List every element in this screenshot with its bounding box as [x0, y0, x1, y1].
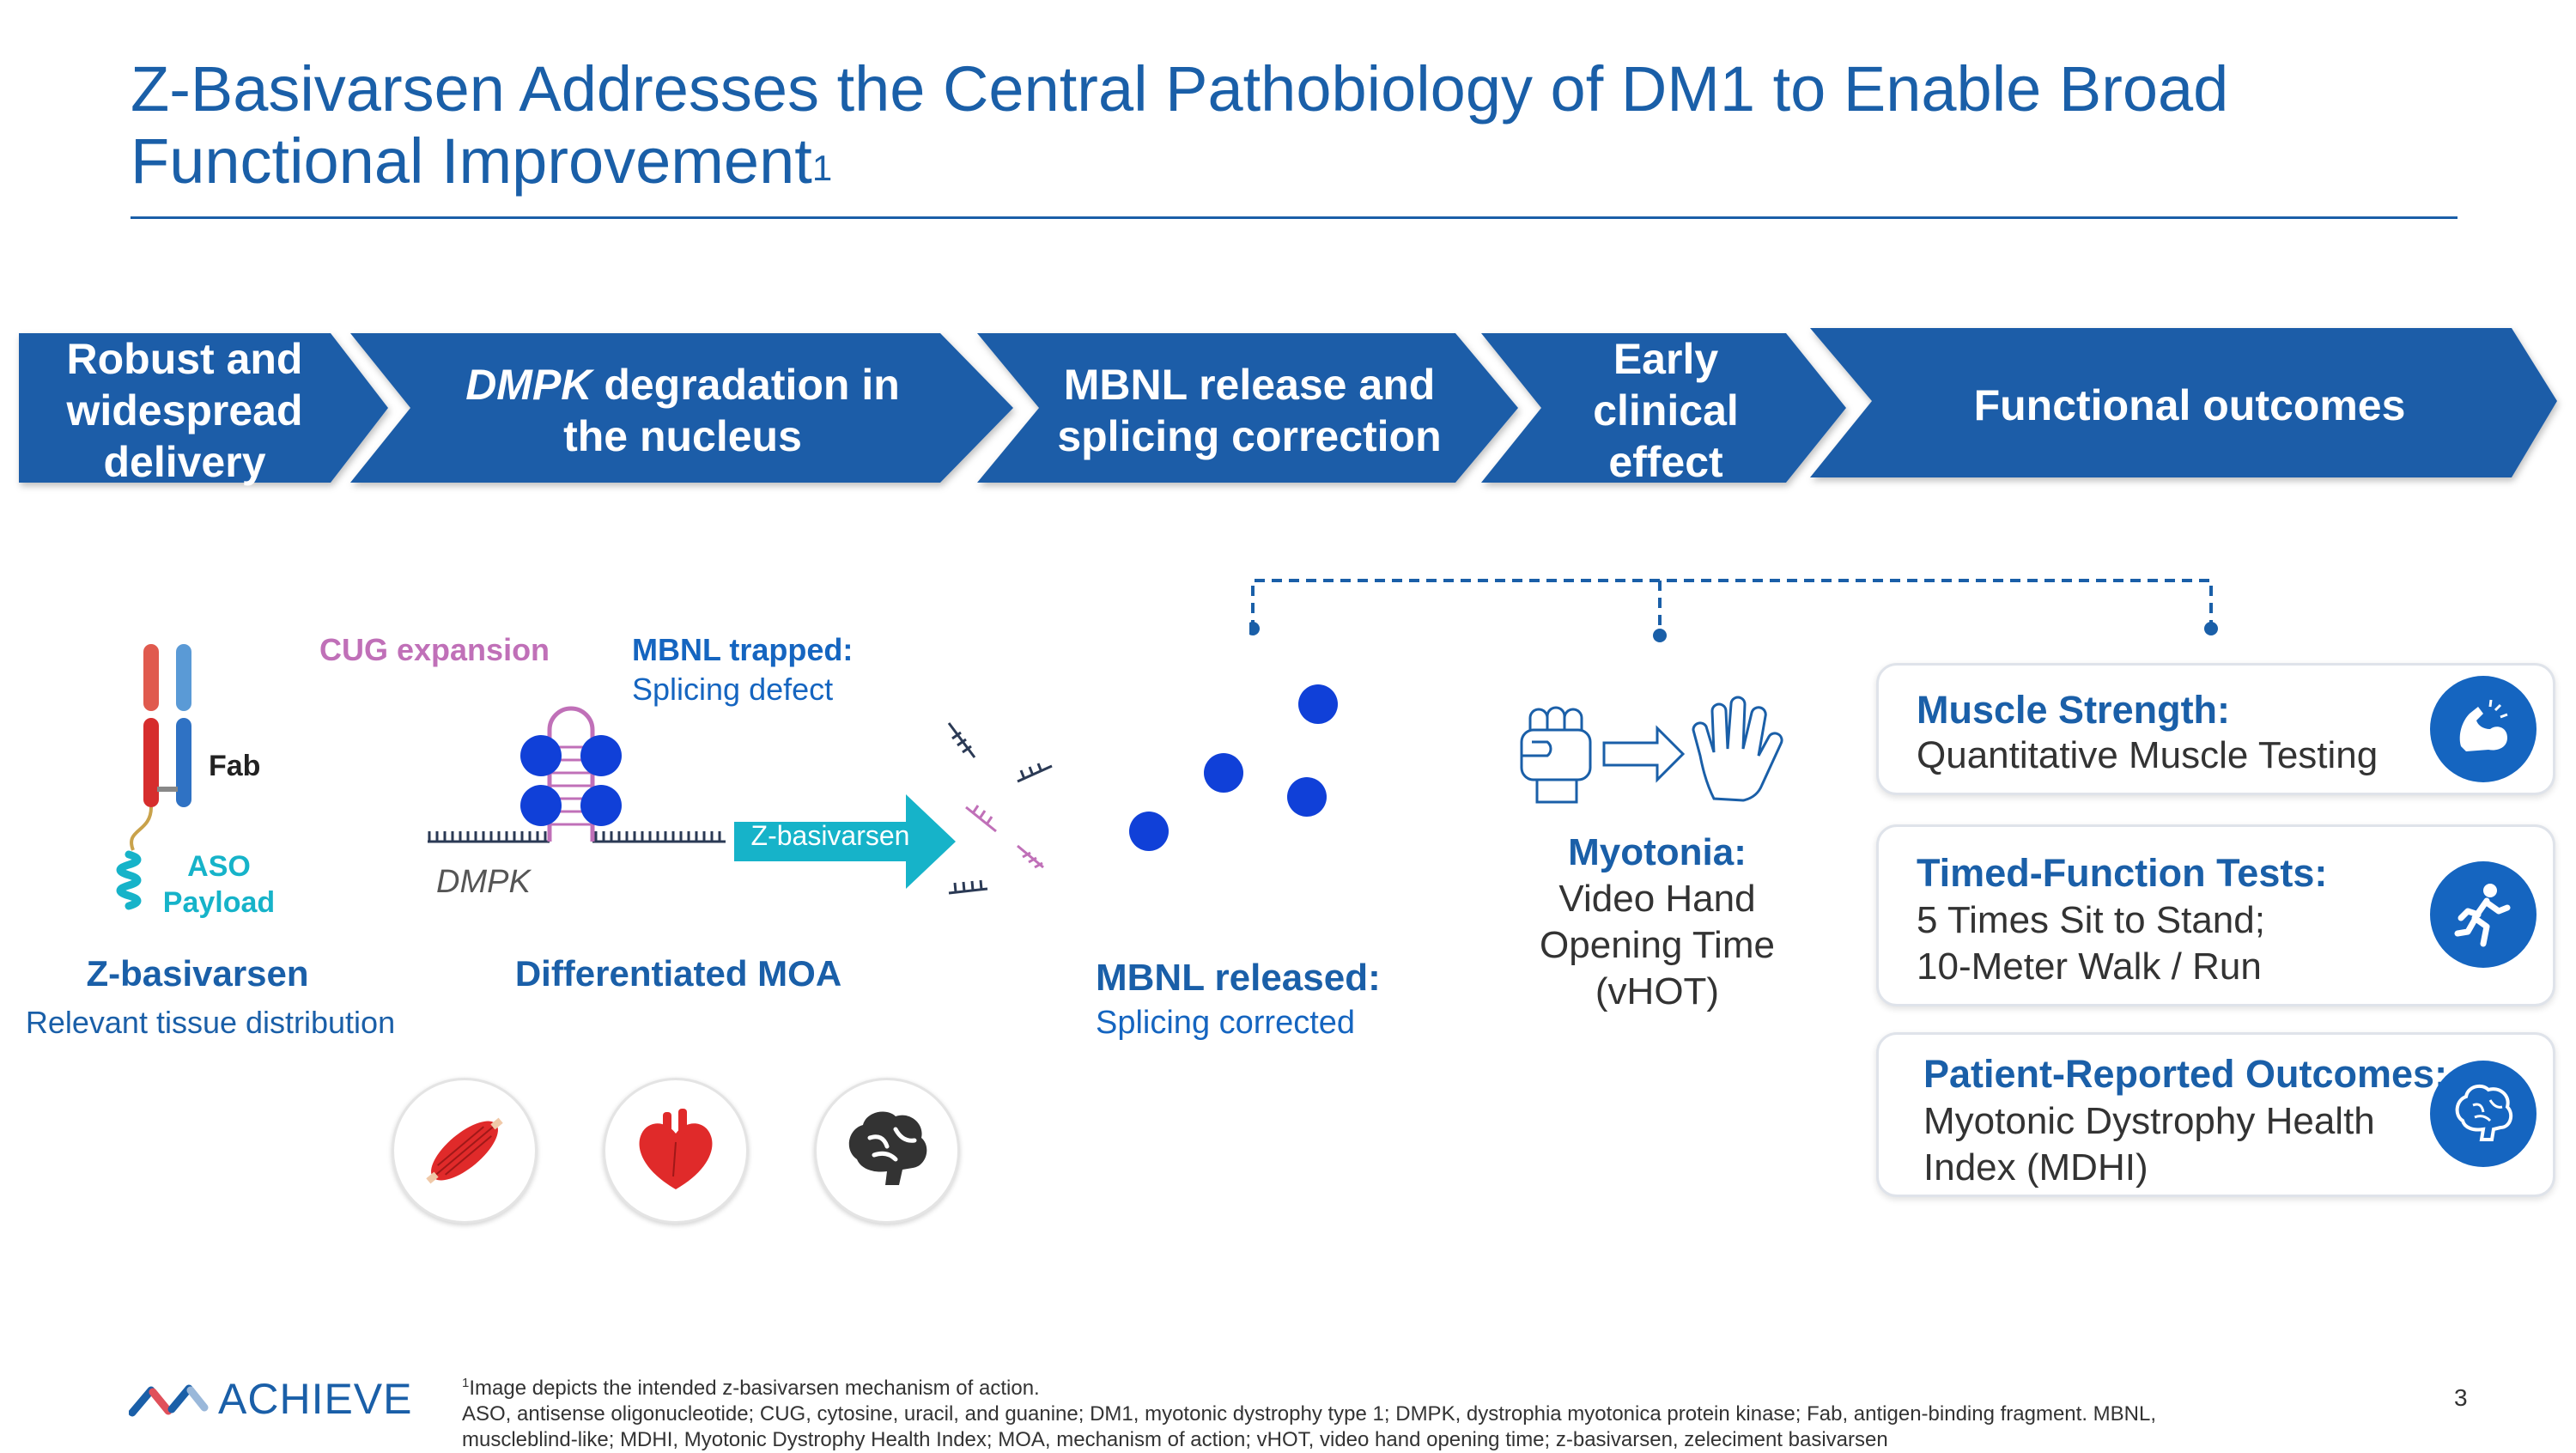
mbnl-trapped-sub: Splicing defect — [632, 672, 834, 707]
footnote-superscript: 1 — [462, 1376, 470, 1390]
page-number: 3 — [2454, 1384, 2468, 1411]
running-person-icon — [2454, 884, 2511, 947]
dmpk-rna-hairpin — [428, 706, 726, 843]
brain-icon — [848, 1111, 927, 1185]
achieve-logo-text: ACHIEVE — [218, 1375, 413, 1423]
page-title: Z-Basivarsen Addresses the Central Patho… — [131, 53, 2449, 198]
arrow-right-icon — [1602, 725, 1686, 783]
myotonia-title: Myotonia: — [1568, 831, 1747, 873]
rna-fragments — [947, 722, 1053, 895]
myotonia-line: (vHOT) — [1595, 970, 1720, 1012]
chevron-4-line: Early — [1613, 335, 1719, 383]
process-chevrons — [19, 328, 2557, 483]
chevron-4-line: clinical — [1593, 386, 1739, 435]
footnote-1-text: Image depicts the intended z-basivarsen … — [469, 1377, 1040, 1400]
heart-icon — [639, 1109, 713, 1189]
title-line-2: Functional Improvement1 — [131, 125, 2449, 198]
brain-organ — [814, 1078, 960, 1224]
chevron-5-line: Functional outcomes — [1973, 381, 2406, 429]
title-line-1: Z-Basivarsen Addresses the Central Patho… — [131, 53, 2229, 125]
chevron-1-line: delivery — [103, 438, 266, 486]
muscle-organ — [392, 1078, 538, 1224]
chevron-5 — [1810, 328, 2557, 477]
open-hand-icon — [1692, 696, 1783, 802]
chevron-2-rest: degradation in — [592, 361, 900, 409]
chevron-5-label: Functional outcomes — [1872, 328, 2507, 483]
footnote-1: 1Image depicts the intended z-basivarsen… — [462, 1371, 2351, 1401]
card-icon-container — [2430, 676, 2537, 782]
chevron-2-line: DMPK degradation in — [465, 359, 900, 410]
chevron-1-line: widespread — [66, 386, 303, 435]
fist-icon — [1520, 706, 1592, 804]
molecule-caption-sub: Relevant tissue distribution — [25, 1005, 396, 1040]
outcome-card-muscle-strength: Muscle Strength: Quantitative Muscle Tes… — [1876, 663, 2555, 795]
card-body-line: Index (MDHI) — [1923, 1146, 2148, 1189]
antibody-aso-molecule — [116, 644, 191, 910]
fab-label: Fab — [209, 750, 261, 782]
footnote-3: muscleblind-like; MDHI, Myotonic Dystrop… — [462, 1428, 1888, 1451]
card-title: Muscle Strength: — [1917, 688, 2231, 732]
moa-caption: Differentiated MOA — [514, 953, 842, 994]
outcome-card-timed-function: Timed-Function Tests: 5 Times Sit to Sta… — [1876, 824, 2555, 1006]
myotonia-block: Myotonia: Video Hand Opening Time (vHOT) — [1528, 830, 1786, 1015]
cug-expansion-label: CUG expansion — [319, 632, 550, 667]
aso-payload-label: ASO Payload — [155, 848, 283, 921]
heart-organ — [603, 1078, 749, 1224]
card-icon-container — [2430, 861, 2537, 968]
chevron-1-label: Robust and widespread delivery — [34, 333, 335, 488]
chevron-3-line: MBNL release and — [1063, 361, 1436, 409]
card-body-line: Quantitative Muscle Testing — [1917, 734, 2379, 776]
flexed-arm-icon — [2459, 699, 2508, 751]
z-basivarsen-arrow — [734, 794, 956, 889]
chevron-1-line: Robust and — [66, 335, 303, 383]
card-body-line: 10-Meter Walk / Run — [1917, 945, 2262, 988]
dmpk-label: DMPK — [436, 864, 531, 900]
title-divider — [131, 216, 2458, 219]
achieve-logo-mark — [129, 1384, 209, 1417]
title-superscript: 1 — [811, 148, 833, 188]
title-line-2-text: Functional Improvement — [131, 125, 812, 197]
chevron-2-label: DMPK degradation in the nucleus — [421, 333, 945, 488]
hand-opening-icons — [1520, 696, 1783, 804]
card-body-line: 5 Times Sit to Stand; — [1917, 899, 2265, 941]
myotonia-line: Video Hand — [1558, 878, 1756, 920]
footnotes: 1Image depicts the intended z-basivarsen… — [462, 1371, 2351, 1453]
z-basivarsen-arrow-label: Z-basivarsen — [750, 820, 910, 851]
footnote-2: ASO, antisense oligonucleotide; CUG, cyt… — [462, 1402, 2157, 1426]
muscle-icon — [426, 1117, 503, 1184]
outcome-card-patient-reported: Patient-Reported Outcomes: Myotonic Dyst… — [1876, 1032, 2555, 1197]
card-title: Patient-Reported Outcomes: — [1923, 1052, 2448, 1096]
chevron-4 — [1481, 333, 1846, 483]
chevron-1 — [19, 333, 388, 483]
chevron-4-line: effect — [1608, 438, 1723, 486]
mbnl-released-sub: Splicing corrected — [1096, 1005, 1356, 1041]
chevron-2 — [350, 333, 1013, 483]
myotonia-line: Opening Time — [1540, 924, 1775, 966]
card-icon-container — [2430, 1061, 2537, 1167]
achieve-logo: ACHIEVE — [129, 1374, 413, 1424]
aso-label-line: ASO — [187, 850, 251, 883]
aso-label-line: Payload — [162, 886, 276, 919]
chevron-3-line: splicing correction — [1057, 412, 1442, 460]
mbnl-released-title: MBNL released: — [1096, 957, 1381, 999]
chevron-2-italic: DMPK — [465, 361, 592, 409]
card-title: Timed-Function Tests: — [1917, 851, 2328, 895]
chevron-4-label: Early clinical effect — [1537, 333, 1795, 488]
outcome-bracket — [1249, 579, 2218, 642]
chevron-3-label: MBNL release and splicing correction — [1035, 333, 1464, 488]
molecule-caption-title: Z-basivarsen — [86, 953, 309, 994]
brain-icon — [2455, 1084, 2513, 1141]
card-body-line: Myotonic Dystrophy Health — [1923, 1100, 2375, 1142]
chevron-3 — [977, 333, 1518, 483]
mbnl-trapped-title: MBNL trapped: — [632, 632, 854, 667]
chevron-2-line: the nucleus — [563, 412, 802, 460]
mbnl-released-dots — [1129, 684, 1338, 851]
